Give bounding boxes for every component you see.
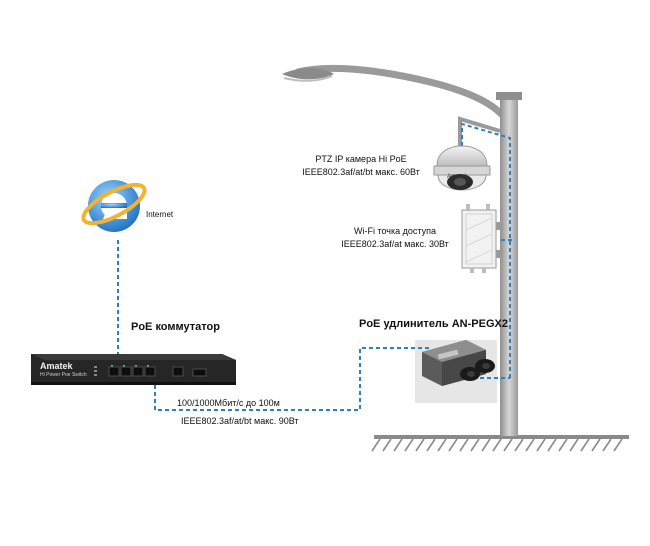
poe-switch [31, 354, 236, 385]
ap-label-line2: IEEE802.3af/at макс. 30Вт [341, 239, 449, 249]
internet-icon [81, 180, 147, 232]
switch-title: PoE коммутатор [131, 321, 220, 333]
cables [117, 122, 512, 411]
ap-label-line1: Wi-Fi точка доступа [353, 226, 436, 236]
extender-label: PoE удлинитель AN-PEGX2 [359, 318, 508, 330]
link-speed-label: 100/1000Мбит/с до 100м [177, 398, 280, 408]
switch-brand-label: Amatek [40, 361, 73, 371]
poe-extender-device [422, 340, 495, 386]
camera-brand-label: Amatek [447, 174, 468, 180]
ptz-camera [433, 145, 491, 191]
cable-switch-extender [154, 347, 432, 411]
camera-label-line1: PTZ IP камера Hi PoE [315, 154, 407, 164]
switch-subtitle: Hi Power Poe Switch [40, 372, 87, 378]
internet-label: Internet [146, 210, 174, 219]
ground [371, 435, 629, 452]
wifi-access-point [461, 204, 497, 273]
camera-label-line2: IEEE802.3af/at/bt макс. 60Вт [302, 167, 420, 177]
cable-pole-camera [461, 122, 511, 378]
link-power-label: IEEE802.3af/at/bt макс. 90Вт [181, 416, 299, 426]
